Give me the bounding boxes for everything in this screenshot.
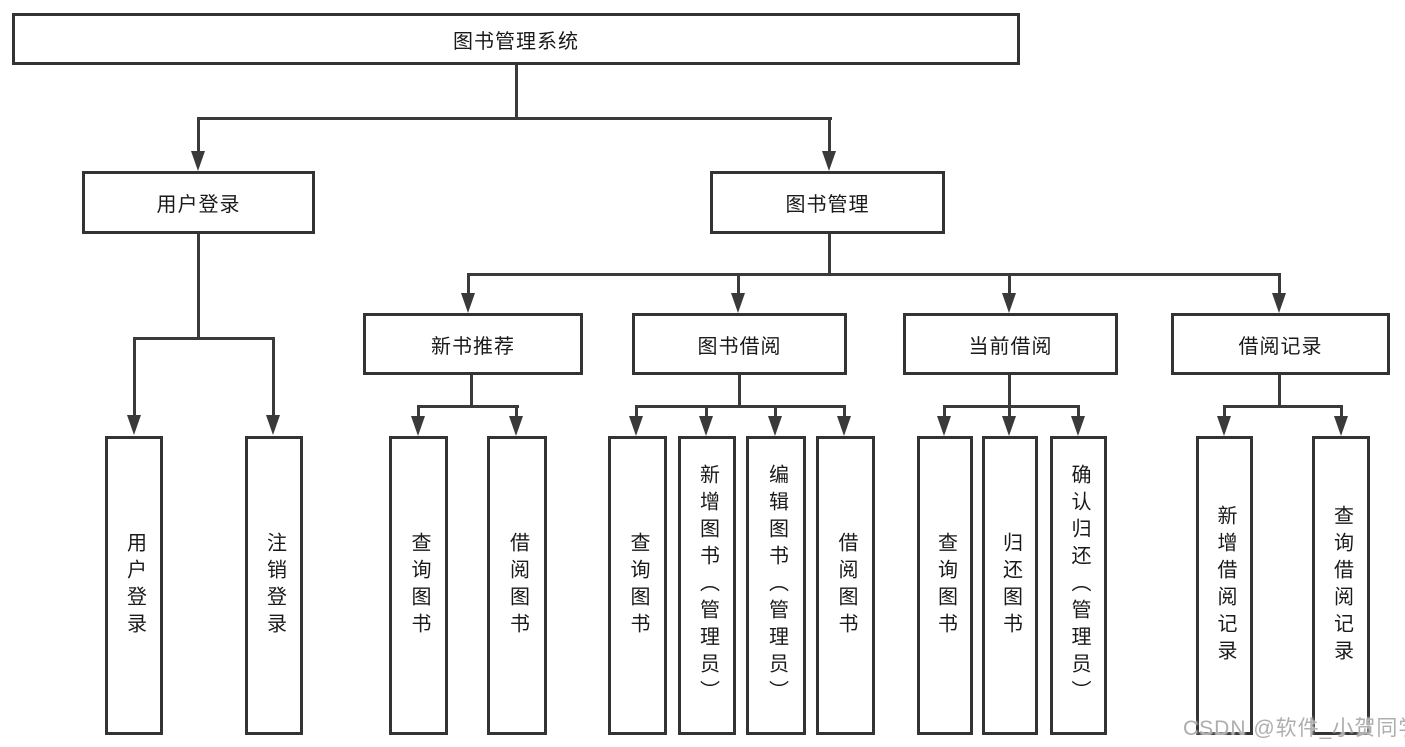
arrow-down-icon xyxy=(461,293,475,313)
node-label: 归还图书 xyxy=(999,531,1022,640)
arrow-down-icon xyxy=(1002,293,1016,313)
node-label: 图书管理 xyxy=(785,194,870,216)
node-confirm-return-admin: 确认归还（管理员） xyxy=(1050,436,1107,735)
connector-line xyxy=(470,375,473,408)
connector-line xyxy=(1278,375,1281,408)
arrow-down-icon xyxy=(509,416,523,436)
node-label: 查询图书 xyxy=(627,531,649,640)
node-label: 图书管理系统 xyxy=(453,30,579,53)
connector-line xyxy=(197,117,832,120)
node-label: 借阅图书 xyxy=(835,531,857,640)
connector-line xyxy=(635,405,638,417)
connector-line xyxy=(515,65,518,119)
connector-line xyxy=(197,117,200,152)
node-borrow-books-borrowing: 借阅图书 xyxy=(816,436,875,735)
connector-line xyxy=(1340,405,1343,417)
node-label: 新增图书（管理员） xyxy=(696,464,719,707)
node-borrow-books-recommend: 借阅图书 xyxy=(487,436,547,735)
node-label: 注销登录 xyxy=(263,531,286,640)
connector-line xyxy=(417,405,420,417)
connector-line xyxy=(738,375,741,408)
connector-line xyxy=(635,405,846,408)
connector-line xyxy=(943,405,946,417)
node-query-books-current: 查询图书 xyxy=(917,436,973,735)
connector-line xyxy=(1077,405,1080,417)
connector-line xyxy=(272,337,275,416)
node-library-management-system: 图书管理系统 xyxy=(12,13,1020,65)
connector-line xyxy=(943,405,1080,408)
node-label: 用户登录 xyxy=(123,531,146,640)
connector-line xyxy=(843,405,846,417)
connector-line xyxy=(828,234,831,276)
node-book-borrowing: 图书借阅 xyxy=(632,313,847,375)
node-user-login: 用户登录 xyxy=(82,171,315,234)
node-query-books-recommend: 查询图书 xyxy=(389,436,448,735)
arrow-down-icon xyxy=(629,416,643,436)
node-label: 查询图书 xyxy=(934,531,957,640)
connector-line xyxy=(705,405,708,417)
arrow-down-icon xyxy=(699,416,713,436)
node-edit-book-admin: 编辑图书（管理员） xyxy=(746,436,806,735)
connector-line xyxy=(467,273,1281,276)
connector-line xyxy=(1278,273,1281,295)
node-label: 查询借阅记录 xyxy=(1330,504,1353,667)
connector-line xyxy=(774,405,777,417)
connector-line xyxy=(467,273,470,295)
arrow-down-icon xyxy=(768,416,782,436)
node-return-books: 归还图书 xyxy=(982,436,1038,735)
arrow-down-icon xyxy=(191,151,205,171)
arrow-down-icon xyxy=(837,416,851,436)
connector-line xyxy=(133,337,136,416)
node-add-borrow-record: 新增借阅记录 xyxy=(1196,436,1253,735)
node-label: 借阅图书 xyxy=(506,531,529,640)
connector-line xyxy=(1223,405,1342,408)
arrow-down-icon xyxy=(1217,416,1231,436)
connector-line xyxy=(1223,405,1226,417)
node-add-book-admin: 新增图书（管理员） xyxy=(678,436,736,735)
node-label: 用户登录 xyxy=(156,194,241,216)
node-label: 编辑图书（管理员） xyxy=(765,464,788,707)
node-label: 借阅记录 xyxy=(1238,335,1323,358)
node-label: 新增借阅记录 xyxy=(1214,504,1236,667)
connector-line xyxy=(417,405,519,408)
connector-line xyxy=(1008,375,1011,408)
node-label: 新书推荐 xyxy=(431,335,515,358)
node-current-borrowing: 当前借阅 xyxy=(903,313,1118,375)
node-label: 查询图书 xyxy=(408,531,430,640)
arrow-down-icon xyxy=(822,151,836,171)
node-query-books-borrowing: 查询图书 xyxy=(608,436,667,735)
node-user-login-leaf: 用户登录 xyxy=(105,436,163,735)
connector-line xyxy=(197,234,200,340)
connector-line xyxy=(737,273,740,295)
arrow-down-icon xyxy=(1272,293,1286,313)
node-borrowing-records: 借阅记录 xyxy=(1171,313,1390,375)
arrow-down-icon xyxy=(266,415,280,435)
arrow-down-icon xyxy=(731,293,745,313)
connector-line xyxy=(1008,273,1011,295)
node-query-borrow-record: 查询借阅记录 xyxy=(1312,436,1370,735)
arrow-down-icon xyxy=(127,415,141,435)
node-label: 确认归还（管理员） xyxy=(1068,464,1090,707)
arrow-down-icon xyxy=(1334,416,1348,436)
arrow-down-icon xyxy=(411,416,425,436)
arrow-down-icon xyxy=(1071,416,1085,436)
node-label: 当前借阅 xyxy=(968,335,1053,358)
connector-line xyxy=(828,117,831,152)
node-logout: 注销登录 xyxy=(245,436,303,735)
arrow-down-icon xyxy=(1002,416,1016,436)
connector-line xyxy=(1008,405,1011,417)
node-label: 图书借阅 xyxy=(697,335,782,358)
connector-line xyxy=(515,405,518,417)
arrow-down-icon xyxy=(937,416,951,436)
node-book-management: 图书管理 xyxy=(710,171,945,234)
node-new-book-recommendation: 新书推荐 xyxy=(363,313,583,375)
connector-line xyxy=(133,337,275,340)
csdn-watermark: CSDN @软件_小贺同学 xyxy=(1183,717,1405,740)
